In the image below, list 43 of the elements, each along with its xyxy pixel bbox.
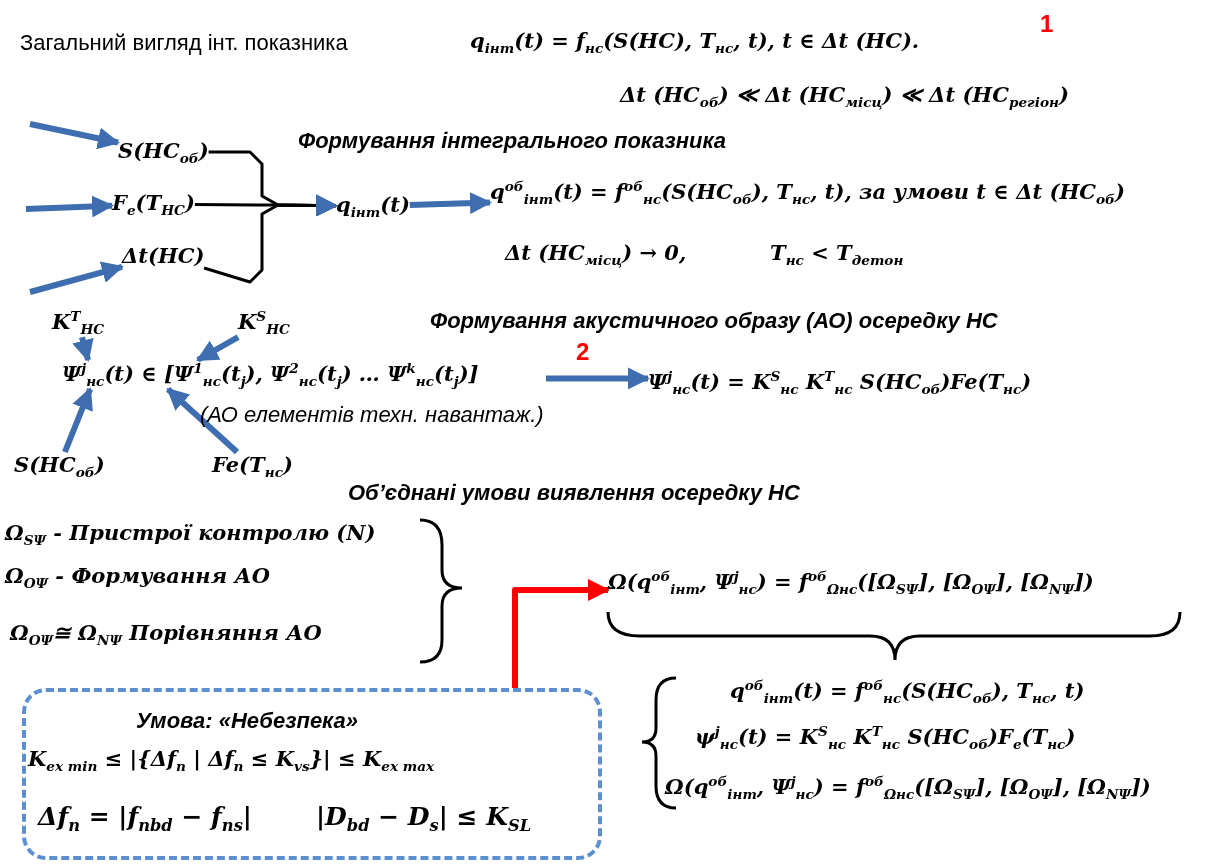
arrow [25,195,114,218]
formula: q$^{об}$$_{інт}$(t) = f$^{об}$$_{нс}$(S(НС$_{об}$), Т$_{нс}$, t), за умови t ∈ Δt (НС$_{об}$) [490,178,1125,208]
arrow [203,194,338,284]
formula: K$_{ex min}$ ≤ |{Δf$_{n}$ | Δf$_{n}$ ≤ K$_{vs}$}| ≤ K$_{ex max}$ [28,746,435,775]
formula: Т$_{нс}$ < Т$_{детон}$ [770,240,904,269]
condition-box [22,688,602,860]
section-heading: Формування інтегрального показника [298,128,727,154]
heading-text: Загальний вигляд інт. показника [20,30,348,56]
footnote-number: 2 [576,338,590,366]
formula: q$_{інт}$(t) = f$_{нс}$(S(НС), Т$_{нс}$, t), t ∈ Δt (НС). [470,28,920,57]
formula: S(HC$_{об}$) [118,138,209,167]
arrow [62,387,93,454]
arrow [546,367,650,390]
formula: Δt (НС$_{місц}$) → 0, [505,240,687,269]
formula: Ω(q$^{об}$$_{інт}$, Ψ$^{j}$$_{нс}$) = f$^{об}$$_{Ωнс}$([Ω$_{SΨ}$], [Ω$_{OΨ}$], [Ω$_{NΨ}$]) [665,773,1151,803]
formula: |D$_{bd}$ − D$_{s}$| ≤ K$_{SL}$ [316,802,532,835]
formula: q$_{інт}$(t) [336,192,410,221]
arrow [29,261,124,295]
formula: F$_{e}$(T$_{HC}$) [112,190,195,219]
formula: ψ$^{j}$$_{нс}$(t) = K$^{S}$$_{нс}$ K$^{T}$$_{нс}$ S(НС$_{об}$)F$_{e}$(Т$_{нс}$) [695,723,1076,753]
formula: Δt (НС$_{об}$) ≪ Δt (НС$_{місц}$) ≪ Δt (НС$_{регіон}$) [620,82,1069,111]
formula: Ψ$^{j}$$_{нс}$(t) = K$^{S}$$_{нс}$ K$^{T}$$_{нс}$ S(НС$_{об}$)Fe(Т$_{нс}$) [648,368,1032,398]
formula: Ψ$^{j}$$_{нс}$(t) ∈ [Ψ$^{1}$$_{нс}$(t$_{j}$), Ψ$^{2}$$_{нс}$(t$_{j}$) … Ψ$^{k}$$_{нс}$(t$_{j}$)] [62,360,479,390]
condition-heading: Умова: «Небезпека» [136,708,358,734]
formula: Ω(q$^{об}$$_{інт}$, Ψ$^{j}$$_{нс}$) = f$^{об}$$_{Ωнс}$([Ω$_{SΨ}$], [Ω$_{OΨ}$], [Ω$_{NΨ}$]) [608,568,1094,598]
section-heading: Об’єднані умови виявлення осередку НС [348,480,800,506]
formula: S(НС$_{об}$) [14,452,105,481]
formula: Δf$_{n}$ = |f$_{nbd}$ − f$_{ns}$| [38,802,252,835]
arrow [512,579,610,688]
formula: Δt(HC) [122,243,205,268]
arrow [72,336,94,362]
arrow [166,386,239,455]
arrow [29,121,120,150]
note-text: (АО елементів техн. навантаж.) [200,402,544,428]
section-heading: Формування акустичного образу (АО) осередку НС [430,308,998,334]
condition-text: Ω$_{OΨ}$ - Формування АО [5,563,270,592]
formula: q$^{об}$$_{інт}$(t) = f$^{об}$$_{нс}$(S(НС$_{об}$), Т$_{нс}$, t) [730,677,1085,707]
formula: Fe(Т$_{нс}$) [212,452,293,481]
condition-text: Ω$_{OΨ}$≅ Ω$_{NΨ}$ Порівняння АО [10,620,322,649]
arrow [196,334,240,363]
arrow [409,192,492,215]
condition-text: Ω$_{SΨ}$ - Пристрої контролю (N) [5,520,376,549]
footnote-number: 1 [1040,10,1054,38]
